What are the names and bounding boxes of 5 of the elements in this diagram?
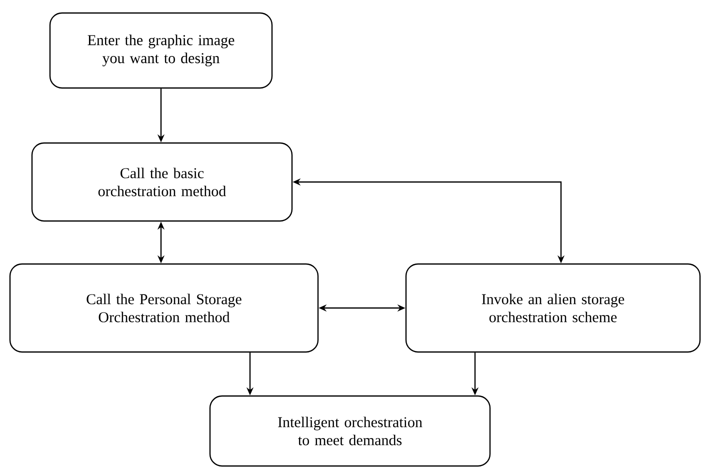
- process-box: Enter the graphic image you want to design: [49, 12, 273, 89]
- process-box: Call the basic orchestration method: [31, 142, 293, 222]
- process-box: Intelligent orchestration to meet demands: [209, 395, 491, 467]
- process-box: Call the Personal Storage Orchestration method: [9, 263, 319, 353]
- process-box: Invoke an alien storage orchestration scheme: [405, 263, 701, 353]
